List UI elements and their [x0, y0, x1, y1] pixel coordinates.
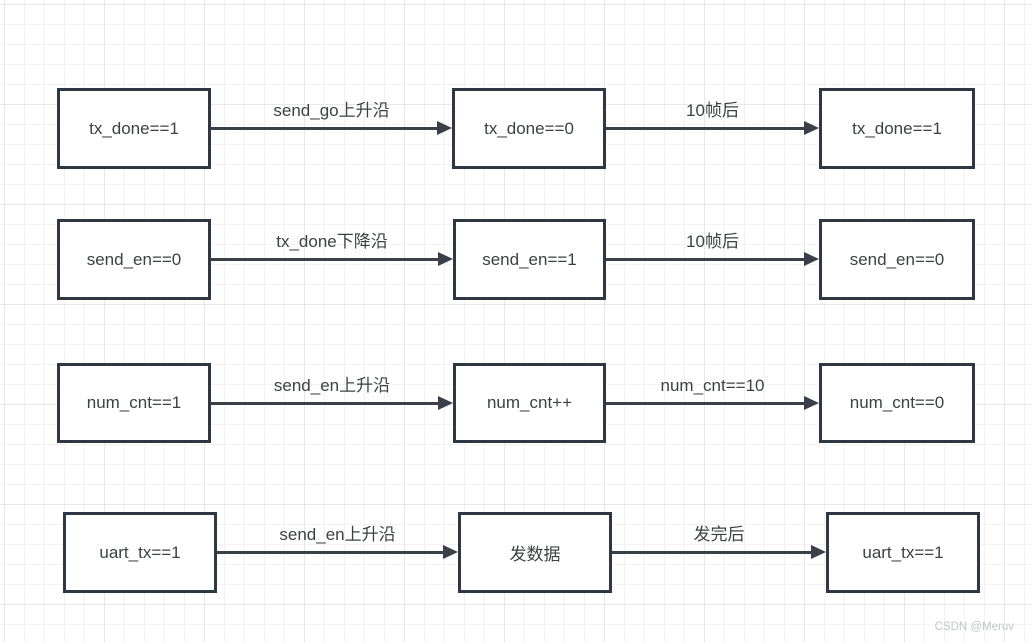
arrow-line [606, 257, 807, 261]
state-box: send_en==0 [57, 219, 211, 300]
arrow-line [211, 126, 440, 130]
arrow-line [211, 257, 441, 261]
arrow-label: send_en上升沿 [273, 376, 391, 395]
arrowhead-icon [811, 545, 826, 559]
state-box: tx_done==1 [57, 88, 211, 169]
arrowhead-icon [804, 396, 819, 410]
arrow-label: 10帧后 [686, 101, 739, 120]
state-box: 发数据 [458, 512, 612, 593]
arrow-label: 发完后 [693, 525, 745, 544]
arrow-line [606, 126, 807, 130]
arrowhead-icon [438, 396, 453, 410]
arrowhead-icon [443, 545, 458, 559]
state-box: num_cnt++ [453, 363, 606, 443]
state-box: send_en==0 [819, 219, 975, 300]
arrowhead-icon [804, 252, 819, 266]
watermark: CSDN @Meruv [934, 621, 1014, 633]
arrow-label: send_go上升沿 [273, 101, 390, 120]
state-box: uart_tx==1 [826, 512, 980, 593]
state-label: 发数据 [509, 545, 561, 564]
state-label: tx_done==1 [89, 118, 179, 138]
state-box: num_cnt==0 [819, 363, 975, 443]
arrow-line [211, 401, 441, 405]
state-box: tx_done==0 [452, 88, 606, 169]
state-box: send_en==1 [453, 219, 606, 300]
state-label: send_en==0 [849, 249, 945, 269]
state-label: num_cnt==0 [849, 393, 945, 412]
arrow-line [612, 550, 814, 554]
state-label: uart_tx==1 [99, 542, 181, 562]
arrow-label: send_en上升沿 [279, 525, 396, 544]
arrow-line [606, 401, 807, 405]
arrow-label: num_cnt==10 [660, 376, 765, 395]
state-label: send_en==1 [482, 249, 577, 269]
arrow-line [217, 550, 446, 554]
state-label: num_cnt++ [486, 393, 573, 412]
state-label: num_cnt==1 [86, 393, 182, 412]
state-box: uart_tx==1 [63, 512, 217, 593]
state-label: tx_done==1 [852, 118, 942, 138]
state-label: uart_tx==1 [862, 542, 944, 562]
arrowhead-icon [804, 121, 819, 135]
arrow-label: 10帧后 [686, 232, 739, 251]
state-box: tx_done==1 [819, 88, 975, 169]
state-label: tx_done==0 [484, 118, 574, 138]
arrowhead-icon [438, 252, 453, 266]
arrow-label: tx_done下降沿 [276, 232, 388, 251]
state-box: num_cnt==1 [57, 363, 211, 443]
arrowhead-icon [437, 121, 452, 135]
state-label: send_en==0 [86, 249, 182, 269]
